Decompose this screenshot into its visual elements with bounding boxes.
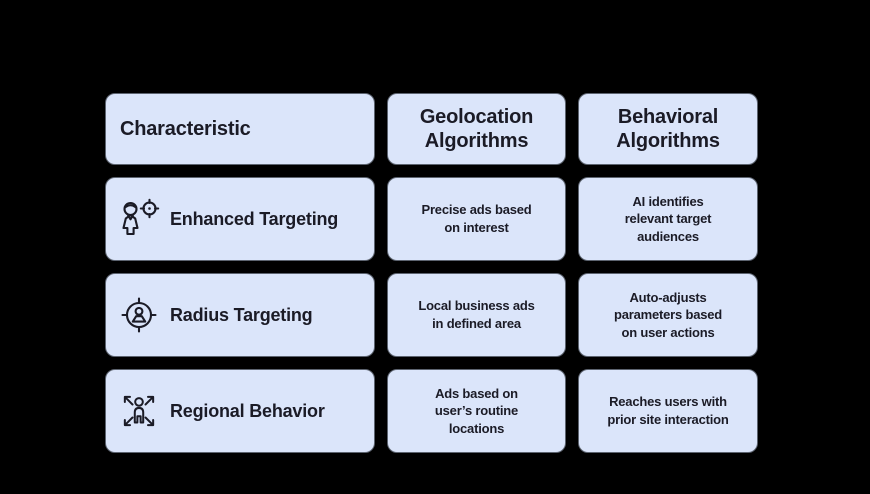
- row-label-text: Enhanced Targeting: [170, 208, 339, 229]
- comparison-table: Characteristic Geolocation Algorithms Be…: [105, 93, 758, 453]
- cell-regional-geolocation: Ads based on user’s routine locations: [387, 369, 566, 453]
- header-behavioral-algorithms: Behavioral Algorithms: [578, 93, 758, 165]
- person-in-crosshair-icon: [117, 292, 161, 338]
- header-characteristic: Characteristic: [105, 93, 375, 165]
- cell-enhanced-geolocation: Precise ads based on interest: [387, 177, 566, 261]
- person-expand-arrows-icon: [117, 388, 161, 434]
- row-enhanced-targeting-label: Enhanced Targeting: [105, 177, 375, 261]
- header-geolocation-algorithms: Geolocation Algorithms: [387, 93, 566, 165]
- cell-radius-behavioral: Auto-adjusts parameters based on user ac…: [578, 273, 758, 357]
- row-label-text: Regional Behavior: [170, 400, 325, 421]
- cell-regional-behavioral: Reaches users with prior site interactio…: [578, 369, 758, 453]
- row-label-text: Radius Targeting: [170, 304, 313, 325]
- row-regional-behavior-label: Regional Behavior: [105, 369, 375, 453]
- cell-radius-geolocation: Local business ads in defined area: [387, 273, 566, 357]
- person-target-icon: [117, 196, 161, 242]
- row-radius-targeting-label: Radius Targeting: [105, 273, 375, 357]
- cell-enhanced-behavioral: AI identifies relevant target audiences: [578, 177, 758, 261]
